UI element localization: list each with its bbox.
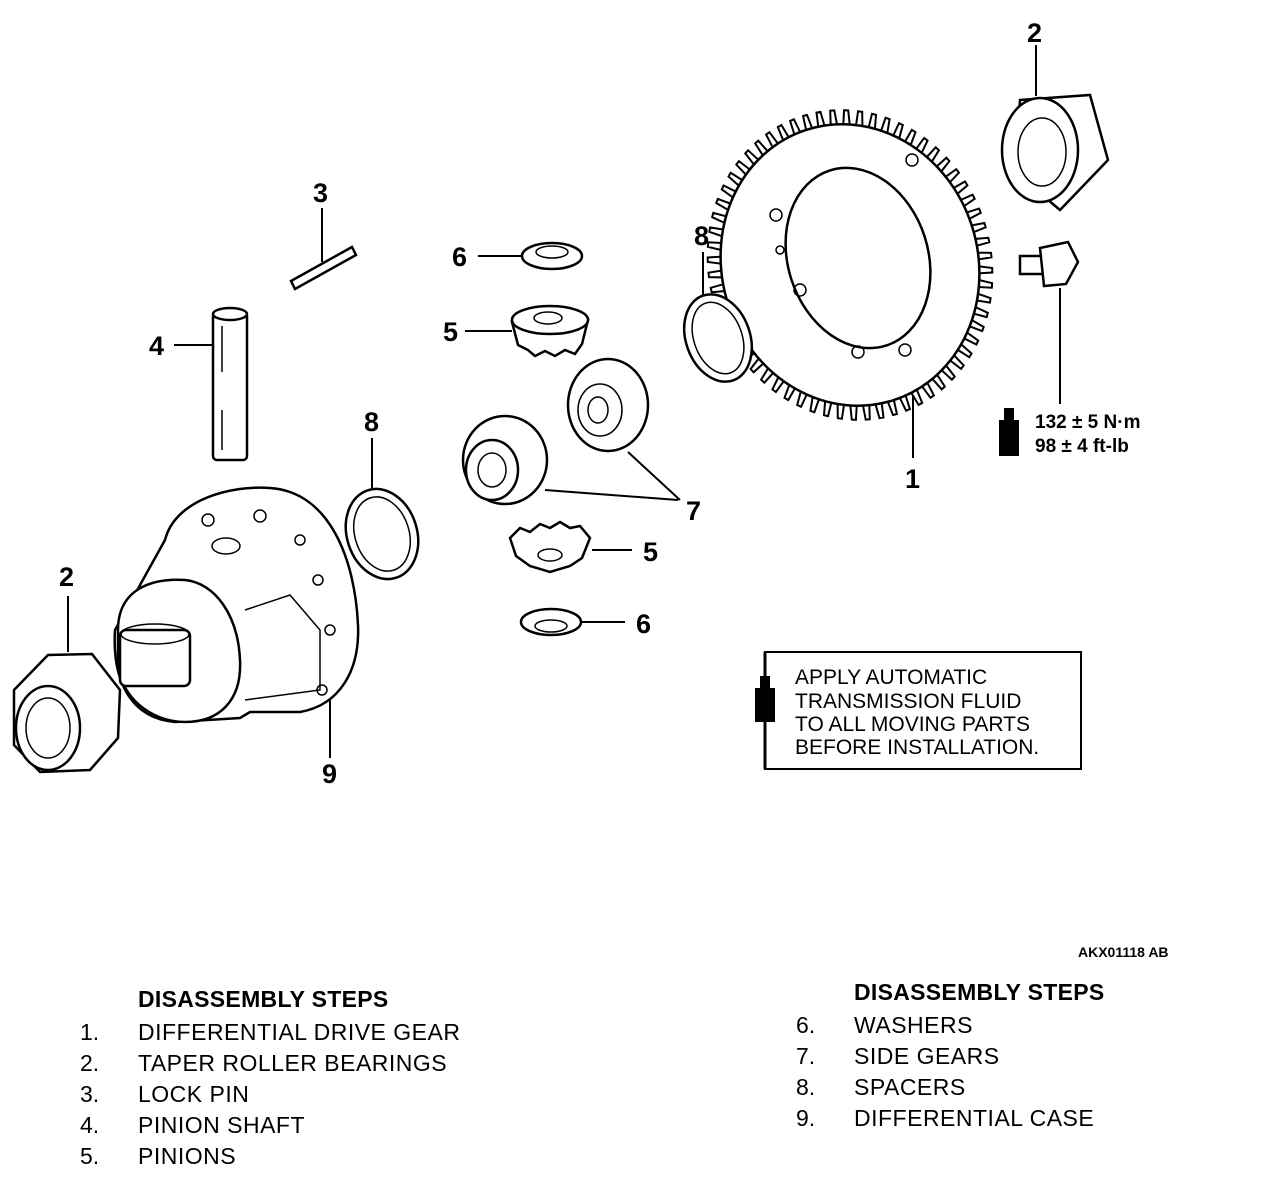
callout-6-lower: 6 — [636, 609, 651, 639]
legend-item-number: 3. — [80, 1081, 100, 1107]
taper-roller-bearing-upper — [1000, 45, 1110, 212]
callout-2-lower: 2 — [59, 562, 74, 592]
disassembly-steps-left: DISASSEMBLY STEPS 1. DIFFERENTIAL DRIVE G… — [80, 984, 460, 1172]
differential-drive-gear — [706, 109, 994, 458]
callout-5-upper: 5 — [443, 317, 458, 347]
washer-upper — [478, 241, 584, 271]
pinion-upper — [465, 304, 590, 358]
callout-8-right: 8 — [694, 221, 709, 251]
spacer-right — [682, 252, 754, 383]
torque-spec: 132 ± 5 N·m 98 ± 4 ft-lb — [999, 408, 1140, 457]
legend-item-label: LOCK PIN — [138, 1081, 250, 1107]
atf-note-box: APPLY AUTOMATIC TRANSMISSION FLUID TO AL… — [755, 651, 1082, 770]
callout-6-upper: 6 — [452, 242, 467, 272]
legend-item: 6. WASHERS — [796, 1010, 1105, 1041]
legend-item-number: 6. — [796, 1012, 816, 1038]
legend-item-number: 9. — [796, 1105, 816, 1131]
legend-item: 4. PINION SHAFT — [80, 1110, 460, 1141]
torque-metric: 132 ± 5 N·m — [1035, 412, 1140, 433]
side-gear-lower — [461, 414, 679, 506]
legend-item-number: 7. — [796, 1043, 816, 1069]
legend-item: 1. DIFFERENTIAL DRIVE GEAR — [80, 1017, 460, 1048]
legend-item-number: 2. — [80, 1050, 100, 1076]
legend-item: 5. PINIONS — [80, 1141, 460, 1172]
callout-4: 4 — [149, 331, 164, 361]
note-line-3: TO ALL MOVING PARTS — [795, 713, 1030, 736]
legend-item-label: WASHERS — [854, 1012, 973, 1038]
callout-5-lower: 5 — [643, 537, 658, 567]
legend-item-label: DIFFERENTIAL CASE — [854, 1105, 1095, 1131]
lock-pin — [289, 208, 358, 291]
legend-item-number: 8. — [796, 1074, 816, 1100]
legend-item-label: TAPER ROLLER BEARINGS — [138, 1050, 448, 1076]
side-gear-upper — [566, 357, 681, 501]
legend-right-heading: DISASSEMBLY STEPS — [854, 979, 1105, 1005]
legend-item-number: 5. — [80, 1143, 100, 1169]
legend-item: 7. SIDE GEARS — [796, 1041, 1105, 1072]
legend-item-label: PINIONS — [138, 1143, 237, 1169]
legend-item-number: 1. — [80, 1019, 100, 1045]
legend-left-heading: DISASSEMBLY STEPS — [138, 986, 389, 1012]
callout-labels: 1 2 2 3 4 5 5 6 6 7 8 8 9 — [59, 18, 1042, 789]
legend-item: 9. DIFFERENTIAL CASE — [796, 1103, 1105, 1134]
drive-gear-bolt — [1018, 240, 1080, 404]
legend-item: 2. TAPER ROLLER BEARINGS — [80, 1048, 460, 1079]
torque-fluid-icon — [999, 408, 1019, 456]
callout-7: 7 — [686, 496, 701, 526]
pinion-lower — [508, 520, 632, 574]
legend-item-label: SIDE GEARS — [854, 1043, 1000, 1069]
callout-1: 1 — [905, 464, 920, 494]
disassembly-steps-right: DISASSEMBLY STEPS 6. WASHERS 7. SIDE GEARS… — [796, 977, 1105, 1134]
differential-case — [113, 486, 360, 758]
note-line-1: APPLY AUTOMATIC — [795, 666, 987, 689]
legend-item-label: PINION SHAFT — [138, 1112, 306, 1138]
taper-roller-bearing-lower — [12, 596, 122, 774]
washer-lower — [519, 607, 625, 637]
note-line-2: TRANSMISSION FLUID — [795, 690, 1021, 713]
legend-item: 3. LOCK PIN — [80, 1079, 460, 1110]
callout-9: 9 — [322, 759, 337, 789]
pinion-shaft — [174, 306, 249, 462]
legend-item-number: 4. — [80, 1112, 100, 1138]
note-line-4: BEFORE INSTALLATION. — [795, 736, 1039, 759]
callout-3: 3 — [313, 178, 328, 208]
figure-id: AKX01118 AB — [1078, 944, 1169, 960]
spacer-left — [344, 438, 420, 581]
fluid-bottle-icon — [755, 676, 775, 722]
legend-item-label: DIFFERENTIAL DRIVE GEAR — [138, 1019, 461, 1045]
callout-2-upper: 2 — [1027, 18, 1042, 48]
torque-imperial: 98 ± 4 ft-lb — [1035, 436, 1129, 457]
legend-item: 8. SPACERS — [796, 1072, 1105, 1103]
callout-8-left: 8 — [364, 407, 379, 437]
legend-item-label: SPACERS — [854, 1074, 966, 1100]
